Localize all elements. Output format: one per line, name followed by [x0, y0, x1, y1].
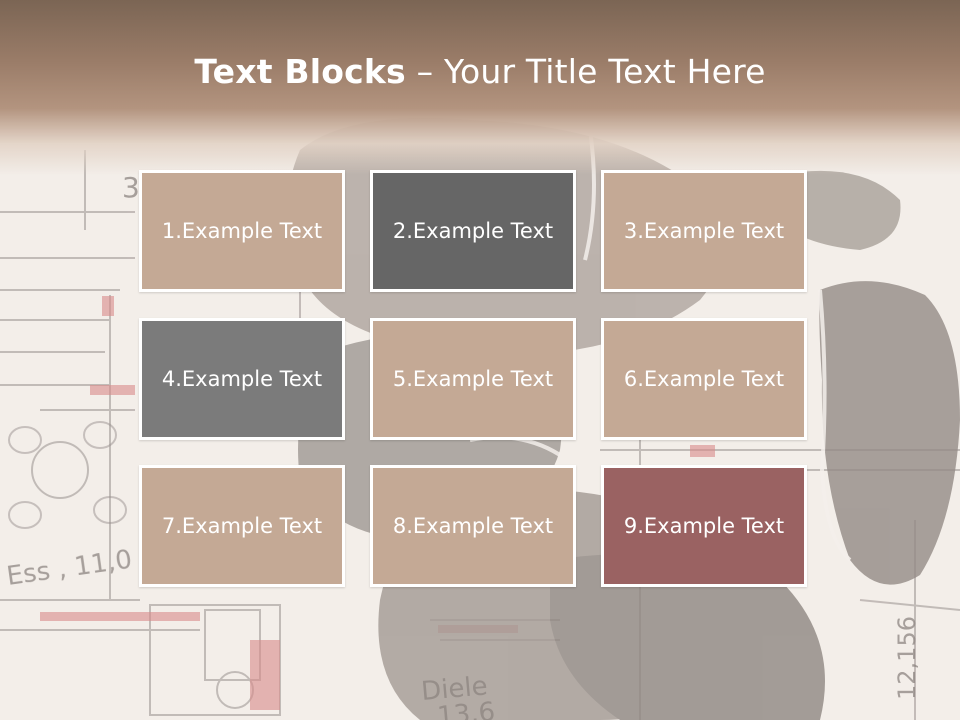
text-block-7[interactable]: 7.Example Text	[139, 465, 345, 587]
text-block-8[interactable]: 8.Example Text	[370, 465, 576, 587]
text-block-3[interactable]: 3.Example Text	[601, 170, 807, 292]
text-block-9[interactable]: 9.Example Text	[601, 465, 807, 587]
text-block-2[interactable]: 2.Example Text	[370, 170, 576, 292]
plan-label-diele: Diele	[420, 671, 489, 707]
plan-label-ess: Ess , 11,0	[5, 545, 134, 592]
text-block-1[interactable]: 1.Example Text	[139, 170, 345, 292]
plan-label-3: 3	[122, 171, 140, 204]
title-rest: – Your Title Text Here	[405, 52, 766, 91]
text-block-6[interactable]: 6.Example Text	[601, 318, 807, 440]
plan-label-12156: 12,156	[893, 616, 921, 700]
plan-label-136: 13,6	[436, 697, 496, 720]
text-block-5[interactable]: 5.Example Text	[370, 318, 576, 440]
title-band	[0, 0, 960, 175]
text-block-4[interactable]: 4.Example Text	[139, 318, 345, 440]
slide-title: Text Blocks – Your Title Text Here	[0, 52, 960, 91]
title-bold: Text Blocks	[194, 52, 406, 91]
